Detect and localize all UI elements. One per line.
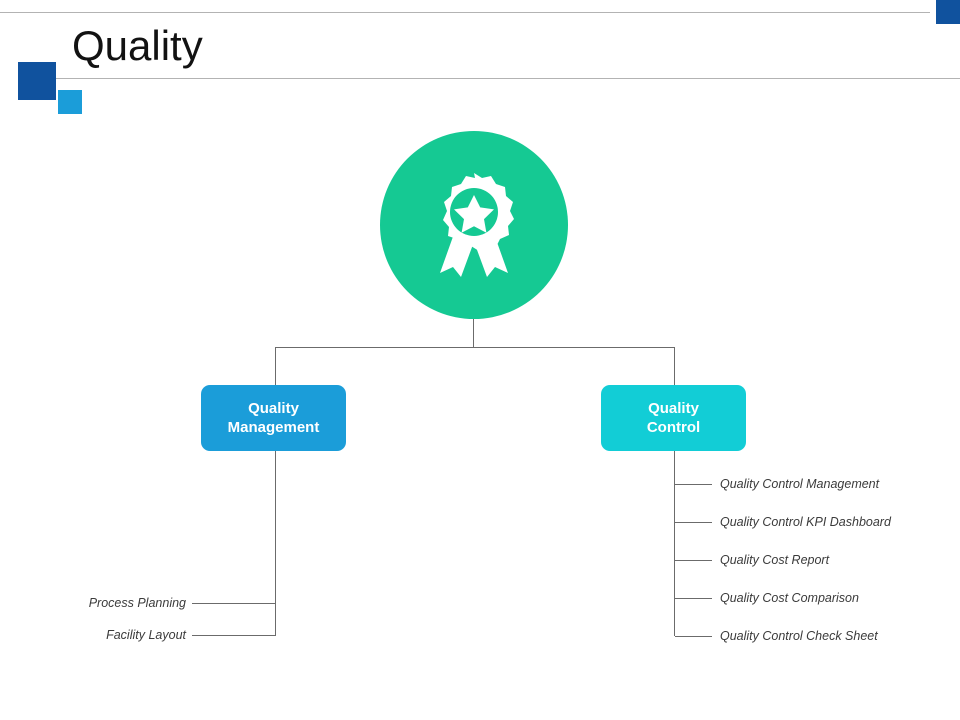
connector-to-management: [275, 347, 276, 386]
header-divider-bottom: [56, 78, 960, 79]
leaf-tick-right-5: [675, 636, 712, 637]
hub-circle: [380, 131, 568, 319]
connector-to-control: [674, 347, 675, 386]
decorative-square-top-right: [936, 0, 960, 24]
connector-spine-left: [275, 450, 276, 636]
node-quality-control-line2: Control: [646, 419, 701, 436]
leaf-item-process-planning[interactable]: Process Planning: [88, 596, 186, 610]
leaf-tick-right-2: [675, 522, 712, 523]
leaf-item-quality-control-check-sheet[interactable]: Quality Control Check Sheet: [720, 629, 878, 643]
leaf-tick-right-1: [675, 484, 712, 485]
page-title: Quality: [72, 22, 203, 69]
leaf-item-facility-layout[interactable]: Facility Layout: [106, 628, 186, 642]
leaf-item-quality-control-kpi-dashboard[interactable]: Quality Control KPI Dashboard: [720, 515, 891, 529]
leaf-tick-left-2: [192, 635, 275, 636]
decorative-square-light-blue: [58, 90, 82, 114]
connector-spine-right: [674, 450, 675, 636]
node-quality-control-line1: Quality: [648, 400, 699, 417]
connector-hub-stem: [473, 319, 474, 348]
leaf-item-quality-control-management[interactable]: Quality Control Management: [720, 477, 880, 491]
leaf-tick-right-3: [675, 560, 712, 561]
connector-horizontal-bar: [275, 347, 675, 348]
node-quality-management[interactable]: Quality Management: [201, 385, 346, 451]
leaf-item-quality-cost-report[interactable]: Quality Cost Report: [720, 553, 830, 567]
decorative-square-dark-blue: [18, 62, 56, 100]
node-quality-management-line2: Management: [227, 419, 320, 436]
header-divider-top: [0, 12, 930, 13]
node-quality-management-line1: Quality: [248, 400, 299, 417]
leaf-item-quality-cost-comparison[interactable]: Quality Cost Comparison: [720, 591, 859, 605]
leaf-tick-left-1: [192, 603, 275, 604]
node-quality-control[interactable]: Quality Control: [601, 385, 746, 451]
leaf-tick-right-4: [675, 598, 712, 599]
